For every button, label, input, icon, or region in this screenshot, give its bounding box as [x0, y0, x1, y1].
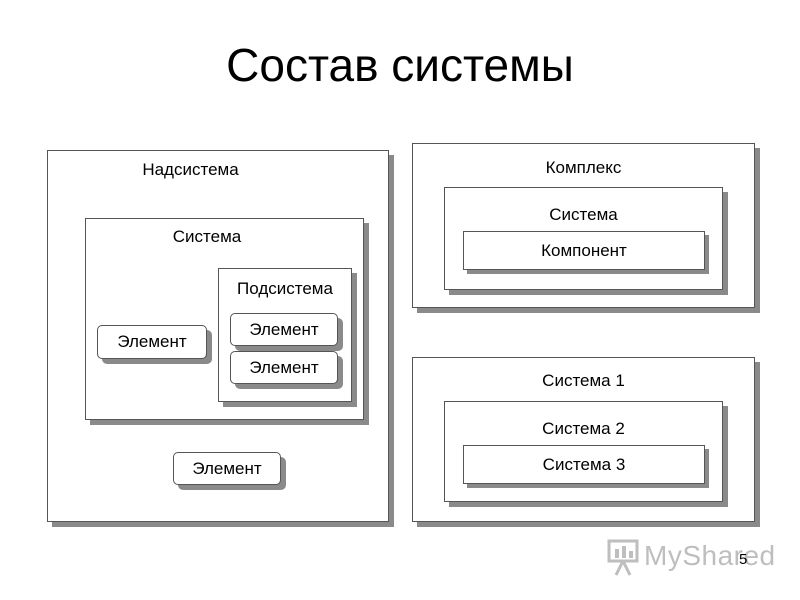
supersystem-element: Элемент [173, 452, 281, 485]
slide-title: Состав системы [226, 39, 574, 91]
complex-label: Комплекс [545, 158, 622, 177]
system-element: Элемент [97, 325, 207, 359]
subsystem-element-1: Элемент [230, 313, 338, 346]
system3-box: Система 3 [463, 445, 705, 484]
complex-system-label: Система [549, 205, 618, 224]
watermark-logo: MyShared [606, 537, 775, 577]
subsystem-label: Подсистема [237, 279, 333, 298]
subsystem-element-2: Элемент [230, 351, 338, 384]
system1-label: Система 1 [542, 371, 625, 390]
page-number: 5 [739, 551, 748, 568]
supersystem-label: Надсистема [142, 160, 239, 179]
watermark-text: MyShared [644, 540, 776, 571]
component-box: Компонент [463, 231, 705, 270]
system2-label: Система 2 [542, 419, 625, 438]
system-label: Система [172, 227, 242, 246]
presentation-board-icon [607, 539, 639, 576]
